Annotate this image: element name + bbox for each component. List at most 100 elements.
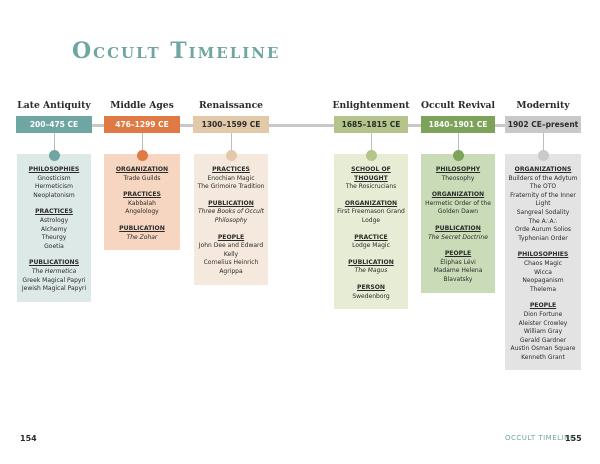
- era-heading: Enlightenment: [332, 100, 410, 111]
- category-item: Éliphas Lévi: [440, 258, 476, 266]
- category-item: The Grimoire Tradition: [197, 183, 265, 191]
- page-title: Occult Timeline: [72, 38, 281, 64]
- category-item: The Secret Doctrine: [428, 233, 488, 241]
- era-date-range: 1902 CE–present: [505, 116, 581, 133]
- category-item: Hermeticism: [34, 183, 74, 191]
- era-heading: Modernity: [516, 100, 570, 111]
- category-item: The A∴A∴: [528, 217, 558, 225]
- category-heading: PUBLICATION: [348, 258, 394, 266]
- category-item: Hermetic Order of the Golden Dawn: [425, 199, 491, 216]
- era-connector: [231, 133, 232, 151]
- category-item: Sangreal Sodality: [516, 208, 570, 216]
- era-date-range: 1300–1599 CE: [193, 116, 269, 133]
- category-item: The Magus: [354, 267, 388, 275]
- category-item: Typhonian Order: [518, 234, 568, 242]
- era-marker-dot: [366, 150, 377, 161]
- category-item: Kabbalah: [128, 199, 156, 207]
- era-heading: Late Antiquity: [17, 100, 91, 111]
- category-item: Chaos Magic: [523, 259, 562, 267]
- category-item: John Dee and Edward Kelly: [198, 242, 264, 258]
- category-heading: PUBLICATIONS: [28, 259, 80, 267]
- category-item: Angelology: [125, 208, 159, 216]
- era-heading: Occult Revival: [421, 100, 495, 111]
- category-heading: PUBLICATION: [119, 224, 165, 232]
- category-item: Theurgy: [41, 234, 67, 242]
- category-heading: ORGANIZATION: [431, 191, 485, 199]
- category-item: Gerald Gardner: [519, 336, 567, 344]
- category-item: Swedenborg: [352, 292, 390, 300]
- era-connector: [142, 133, 143, 151]
- category-heading: PHILOSOPHY: [435, 166, 481, 173]
- category-heading: PRACTICES: [212, 166, 250, 173]
- category-item: Lodge Magic: [352, 242, 390, 250]
- category-item: Builders of the Adytum: [508, 174, 578, 182]
- era-connector: [458, 133, 459, 151]
- era-date-range: 476–1299 CE: [104, 116, 180, 133]
- category-item: Goetia: [44, 242, 64, 250]
- era-connector: [371, 133, 372, 151]
- category-heading: PERSON: [357, 283, 385, 291]
- era-marker-dot: [226, 150, 237, 161]
- era-date-range: 1840–1901 CE: [421, 116, 495, 133]
- category-heading: PRACTICE: [354, 233, 388, 241]
- category-heading: SCHOOL OF THOUGHT: [351, 166, 391, 182]
- category-heading: PRACTICES: [123, 191, 161, 199]
- category-item: Alchemy: [41, 225, 67, 233]
- era-heading: Middle Ages: [110, 100, 174, 111]
- category-item: Wicca: [534, 268, 552, 276]
- category-heading: ORGANIZATION: [344, 199, 398, 207]
- era-date-range: 200–475 CE: [16, 116, 92, 133]
- category-item: First Freemason Grand Lodge: [337, 208, 405, 224]
- category-item: Neopaganism: [522, 277, 564, 285]
- category-item: Kenneth Grant: [521, 353, 565, 361]
- category-item: Thelema: [529, 285, 557, 293]
- category-item: Dion Fortune: [523, 310, 563, 318]
- category-item: Theosophy: [441, 174, 475, 182]
- era-marker-dot: [453, 150, 464, 161]
- category-heading: PEOPLE: [444, 250, 472, 258]
- category-heading: PHILOSOPHIES: [28, 166, 80, 173]
- category-item: The OTO: [529, 183, 557, 191]
- category-item: Madame Helena Blavatsky: [433, 267, 483, 283]
- category-item: Jewish Magical Papyri: [21, 285, 87, 293]
- category-item: Austin Osman Square: [510, 345, 576, 353]
- category-item: William Gray: [523, 328, 563, 336]
- category-item: Greek Magical Papyri: [22, 276, 86, 284]
- era-marker-dot: [137, 150, 148, 161]
- era-date-range: 1685–1815 CE: [334, 116, 408, 133]
- category-item: The Hermetica: [31, 267, 77, 275]
- left-page-number: 154: [20, 434, 37, 443]
- category-item: The Zohar: [126, 233, 158, 241]
- category-item: Three Books of Occult Philosophy: [197, 208, 265, 224]
- category-item: Trade Guilds: [123, 174, 161, 182]
- era-marker-dot: [49, 150, 60, 161]
- category-item: Neoplatonism: [33, 191, 75, 199]
- category-item: Gnosticism: [37, 174, 71, 182]
- category-heading: PUBLICATION: [208, 199, 254, 207]
- timeline-line: [16, 124, 576, 127]
- category-item: Cornelius Heinrich Agrippa: [203, 259, 259, 275]
- era-heading: Renaissance: [198, 100, 264, 111]
- category-heading: ORGANIZATIONS: [514, 166, 572, 173]
- running-footer-label: OCCULT TIMELINE: [505, 434, 575, 442]
- right-page-number: 155: [565, 434, 582, 443]
- era-connector: [54, 133, 55, 151]
- category-item: Astrology: [39, 216, 69, 224]
- category-heading: PEOPLE: [529, 302, 557, 310]
- category-heading: PEOPLE: [217, 233, 245, 241]
- category-item: Aleister Crowley: [518, 319, 568, 327]
- era-connector: [543, 133, 544, 151]
- category-heading: ORGANIZATION: [115, 166, 169, 173]
- era-marker-dot: [538, 150, 549, 161]
- category-item: Orde Aurum Solios: [514, 226, 572, 234]
- category-heading: PHILOSOPHIES: [517, 251, 569, 259]
- category-heading: PUBLICATION: [435, 224, 481, 232]
- category-item: Enochian Magic: [207, 174, 255, 182]
- category-item: The Rosicrucians: [345, 183, 397, 191]
